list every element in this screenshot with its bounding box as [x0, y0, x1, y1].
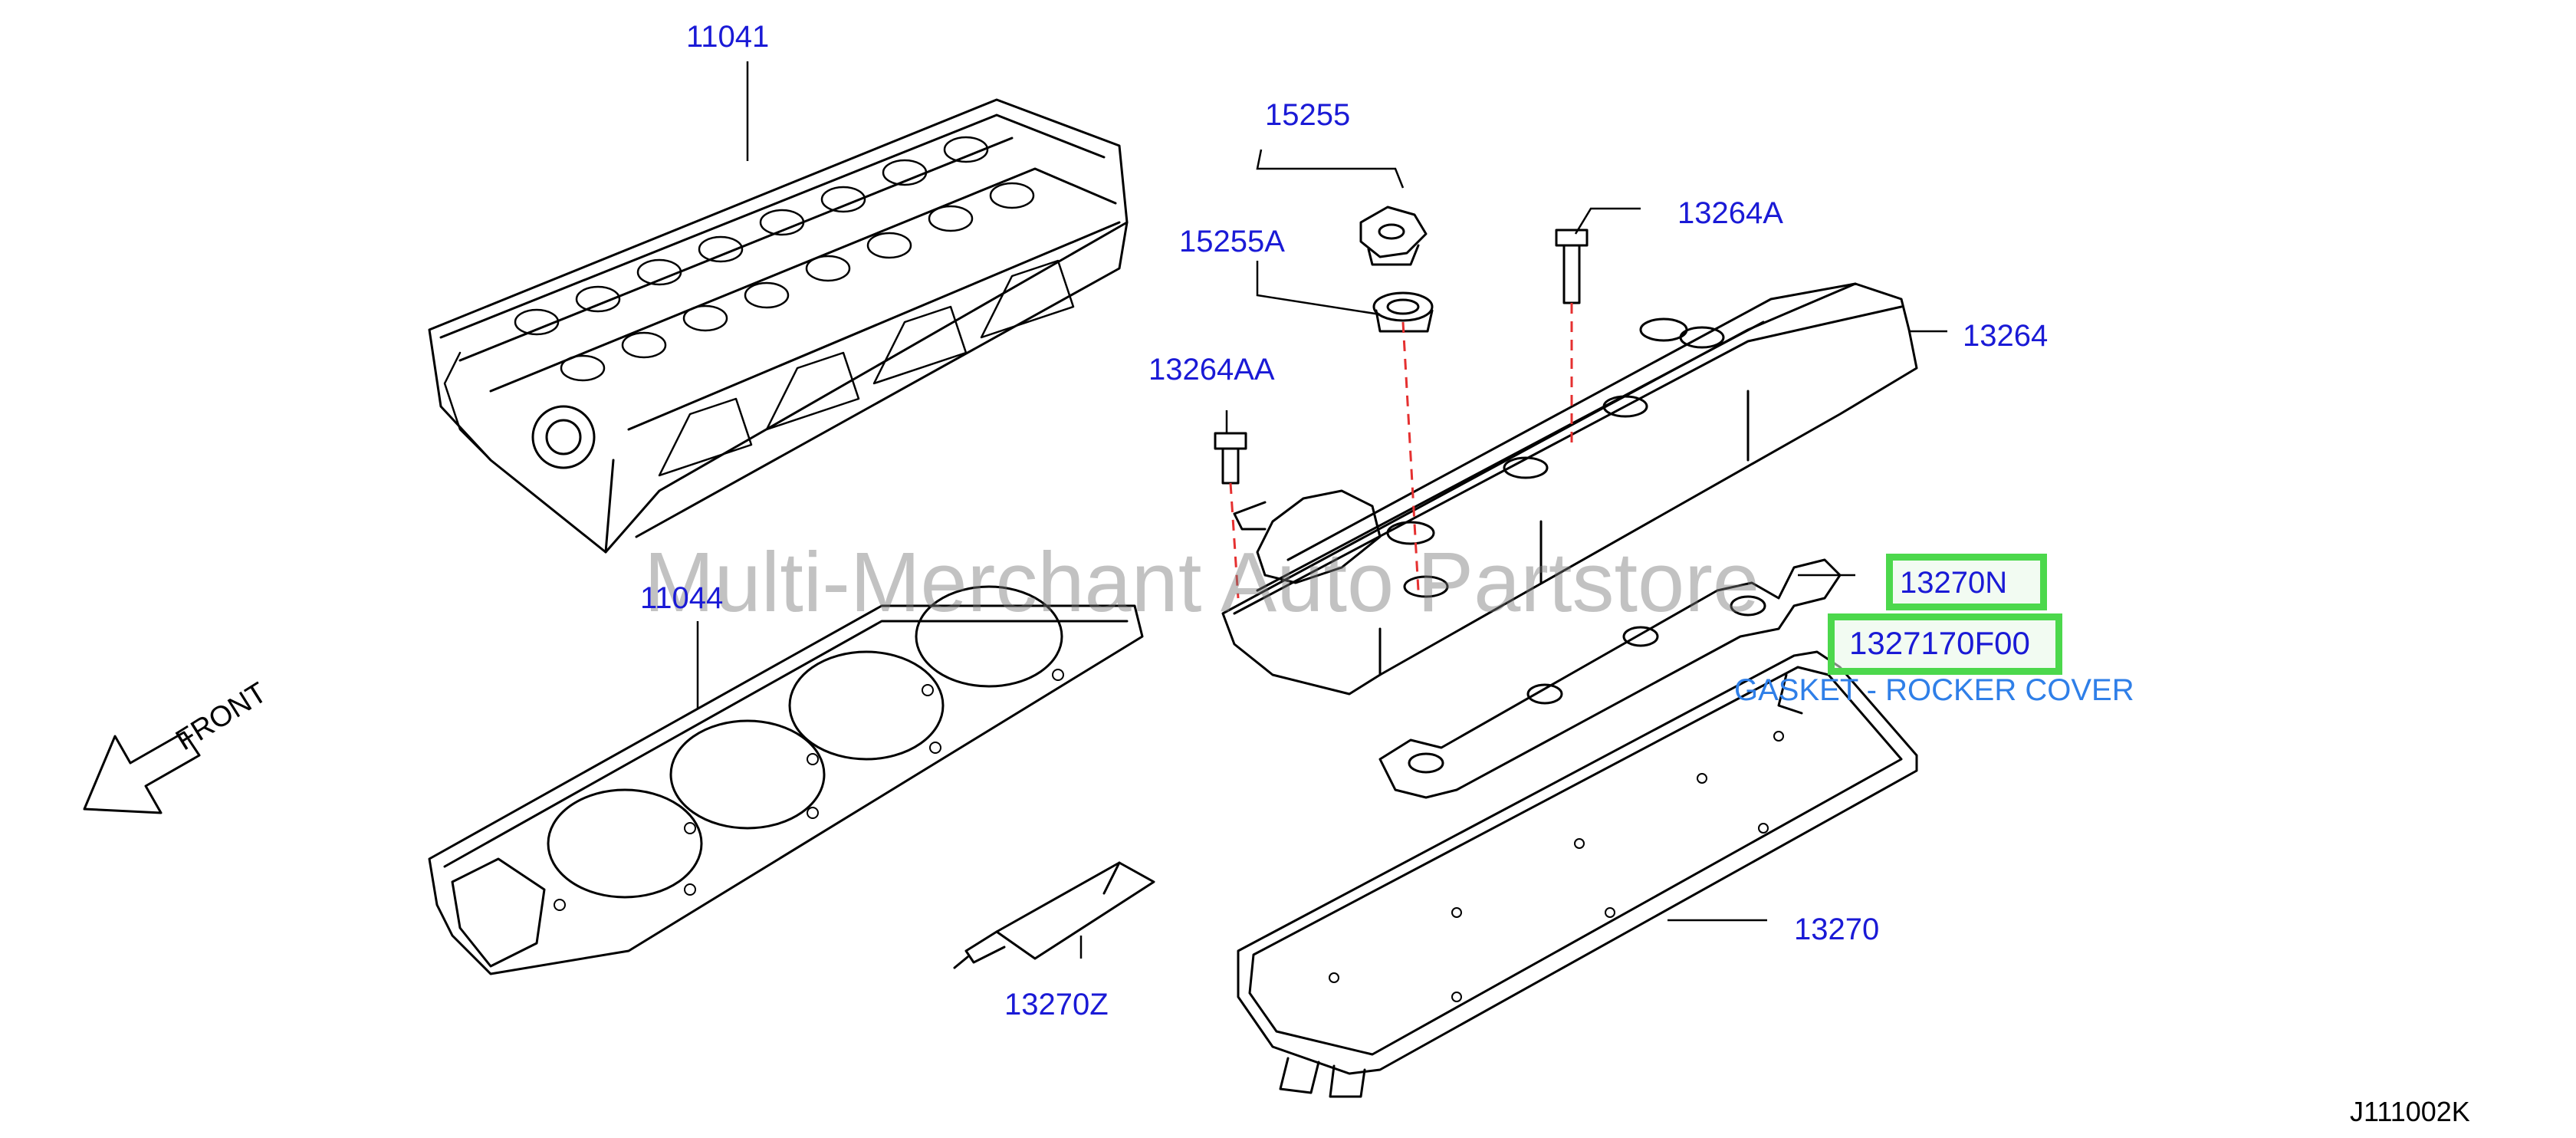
part-label-11041[interactable]: 11041: [686, 20, 770, 54]
oil-filler-cap-drawing: [1359, 206, 1434, 333]
part-label-13270N[interactable]: 13270N: [1900, 566, 2008, 600]
part-label-11044[interactable]: 11044: [640, 581, 724, 615]
part-label-13264AA[interactable]: 13264AA: [1148, 353, 1275, 386]
part-label-13270Z[interactable]: 13270Z: [1004, 988, 1109, 1021]
rocker-cover-drawing: [1221, 282, 1918, 696]
head-gasket-drawing: [428, 585, 1144, 975]
highlighted-part-description: GASKET - ROCKER COVER: [1734, 673, 2134, 707]
leader-lines: [696, 61, 1947, 959]
part-label-15255A[interactable]: 15255A: [1179, 225, 1285, 258]
highlight-box-part-number: [1828, 613, 2062, 675]
part-label-13270[interactable]: 13270: [1794, 913, 1880, 946]
part-label-13264A[interactable]: 13264A: [1677, 196, 1783, 230]
highlighted-part-number[interactable]: 1327170F00: [1849, 625, 2030, 661]
bolt-13264AA-drawing: [1214, 432, 1247, 485]
sealant-tube-drawing: [953, 861, 1155, 969]
rocker-cover-gasket-drawing: [1237, 650, 1918, 1098]
front-arrow-icon: [83, 731, 201, 814]
highlight-box-13270N: [1886, 554, 2047, 610]
part-label-13264[interactable]: 13264: [1963, 319, 2049, 353]
bolt-13264A-drawing: [1555, 229, 1589, 304]
alignment-lines: [1229, 303, 1573, 599]
cylinder-head-drawing: [428, 98, 1129, 554]
diagram-code: J111002K: [2350, 1096, 2470, 1127]
part-label-15255[interactable]: 15255: [1265, 98, 1351, 132]
